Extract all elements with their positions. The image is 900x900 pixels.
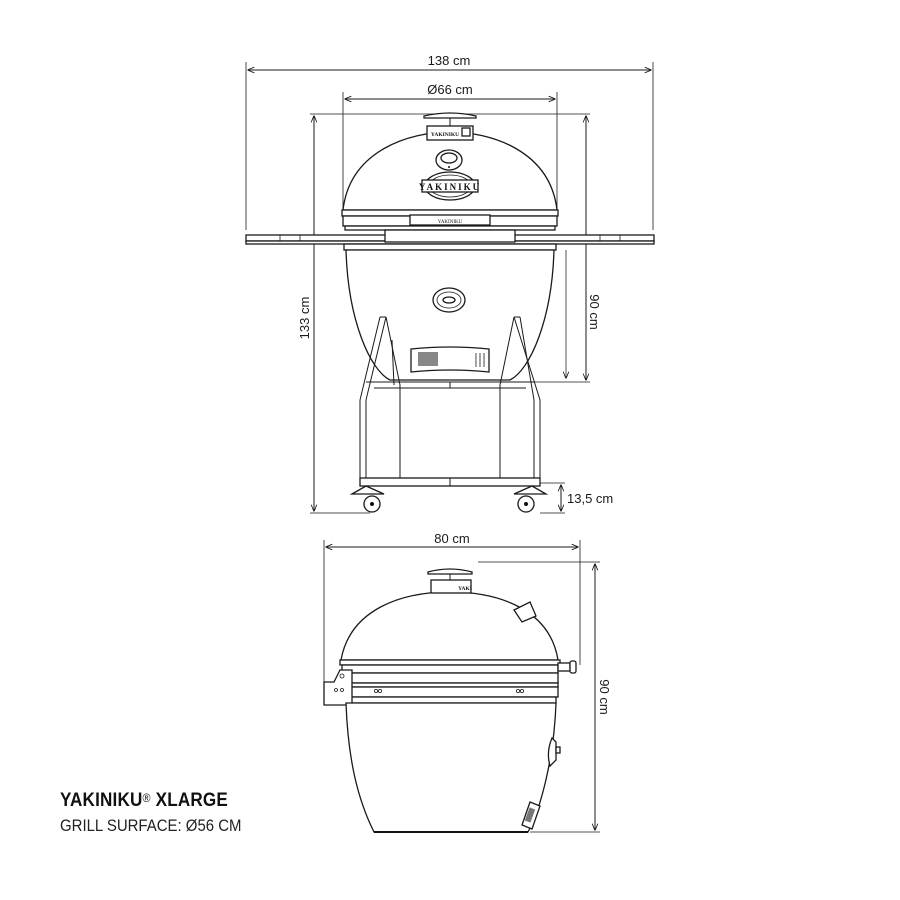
dimension-dome-diameter: Ø66 cm: [342, 82, 558, 210]
dimension-depth: 80 cm: [323, 531, 581, 690]
ash-drawer: [410, 346, 490, 373]
dimension-ground-clearance: 13,5 cm: [540, 482, 613, 514]
label-side-height: 90 cm: [597, 679, 612, 714]
front-view: 138 cm Ø66 cm 133 cm 90 cm: [245, 53, 655, 514]
product-title: YAKINIKU® XLARGE: [60, 790, 228, 812]
body-vent-icon: [432, 287, 466, 313]
label-total-width: 138 cm: [428, 53, 471, 68]
badge-side-vent: YAKI: [458, 586, 472, 592]
side-hinge: [323, 669, 559, 706]
thermometer-icon: [435, 149, 463, 171]
badge-logo: YAKINIKU: [419, 182, 481, 192]
top-vent: YAKINIKU: [423, 112, 477, 141]
dimension-grill-height: 90 cm: [465, 113, 602, 383]
grill-dome: YAKINIKU YAKINIKU YAK: [341, 112, 559, 243]
side-dome: YAKI: [339, 568, 577, 674]
logo-badge: YAKINIKU: [419, 171, 481, 201]
dimension-total-height: 133 cm: [297, 113, 440, 514]
stand: [359, 316, 541, 487]
dimension-total-width: 138 cm: [245, 53, 654, 230]
side-ash-drawer: [521, 801, 541, 830]
badge-vent: YAKINIKU: [431, 132, 459, 138]
side-view: 80 cm 90 cm YAKI: [323, 531, 612, 833]
side-body: [345, 702, 561, 833]
label-depth: 80 cm: [434, 531, 469, 546]
label-grill-height: 90 cm: [587, 294, 602, 329]
label-ground-clearance: 13,5 cm: [567, 491, 613, 506]
grill-surface-label: GRILL SURFACE: Ø56 CM: [60, 816, 242, 835]
caster-wheel-left: [349, 485, 385, 513]
caster-wheel-right: [513, 485, 549, 513]
product-name: YAKINIKU: [60, 790, 143, 811]
badge-band: YAKINIKU: [438, 220, 463, 225]
product-size: XLARGE: [155, 790, 228, 811]
label-dome-diameter: Ø66 cm: [427, 82, 473, 97]
dimension-side-height: 90 cm: [478, 561, 612, 833]
label-total-height: 133 cm: [297, 297, 312, 340]
grill-body: [343, 243, 557, 381]
trademark-symbol: ®: [142, 791, 151, 805]
